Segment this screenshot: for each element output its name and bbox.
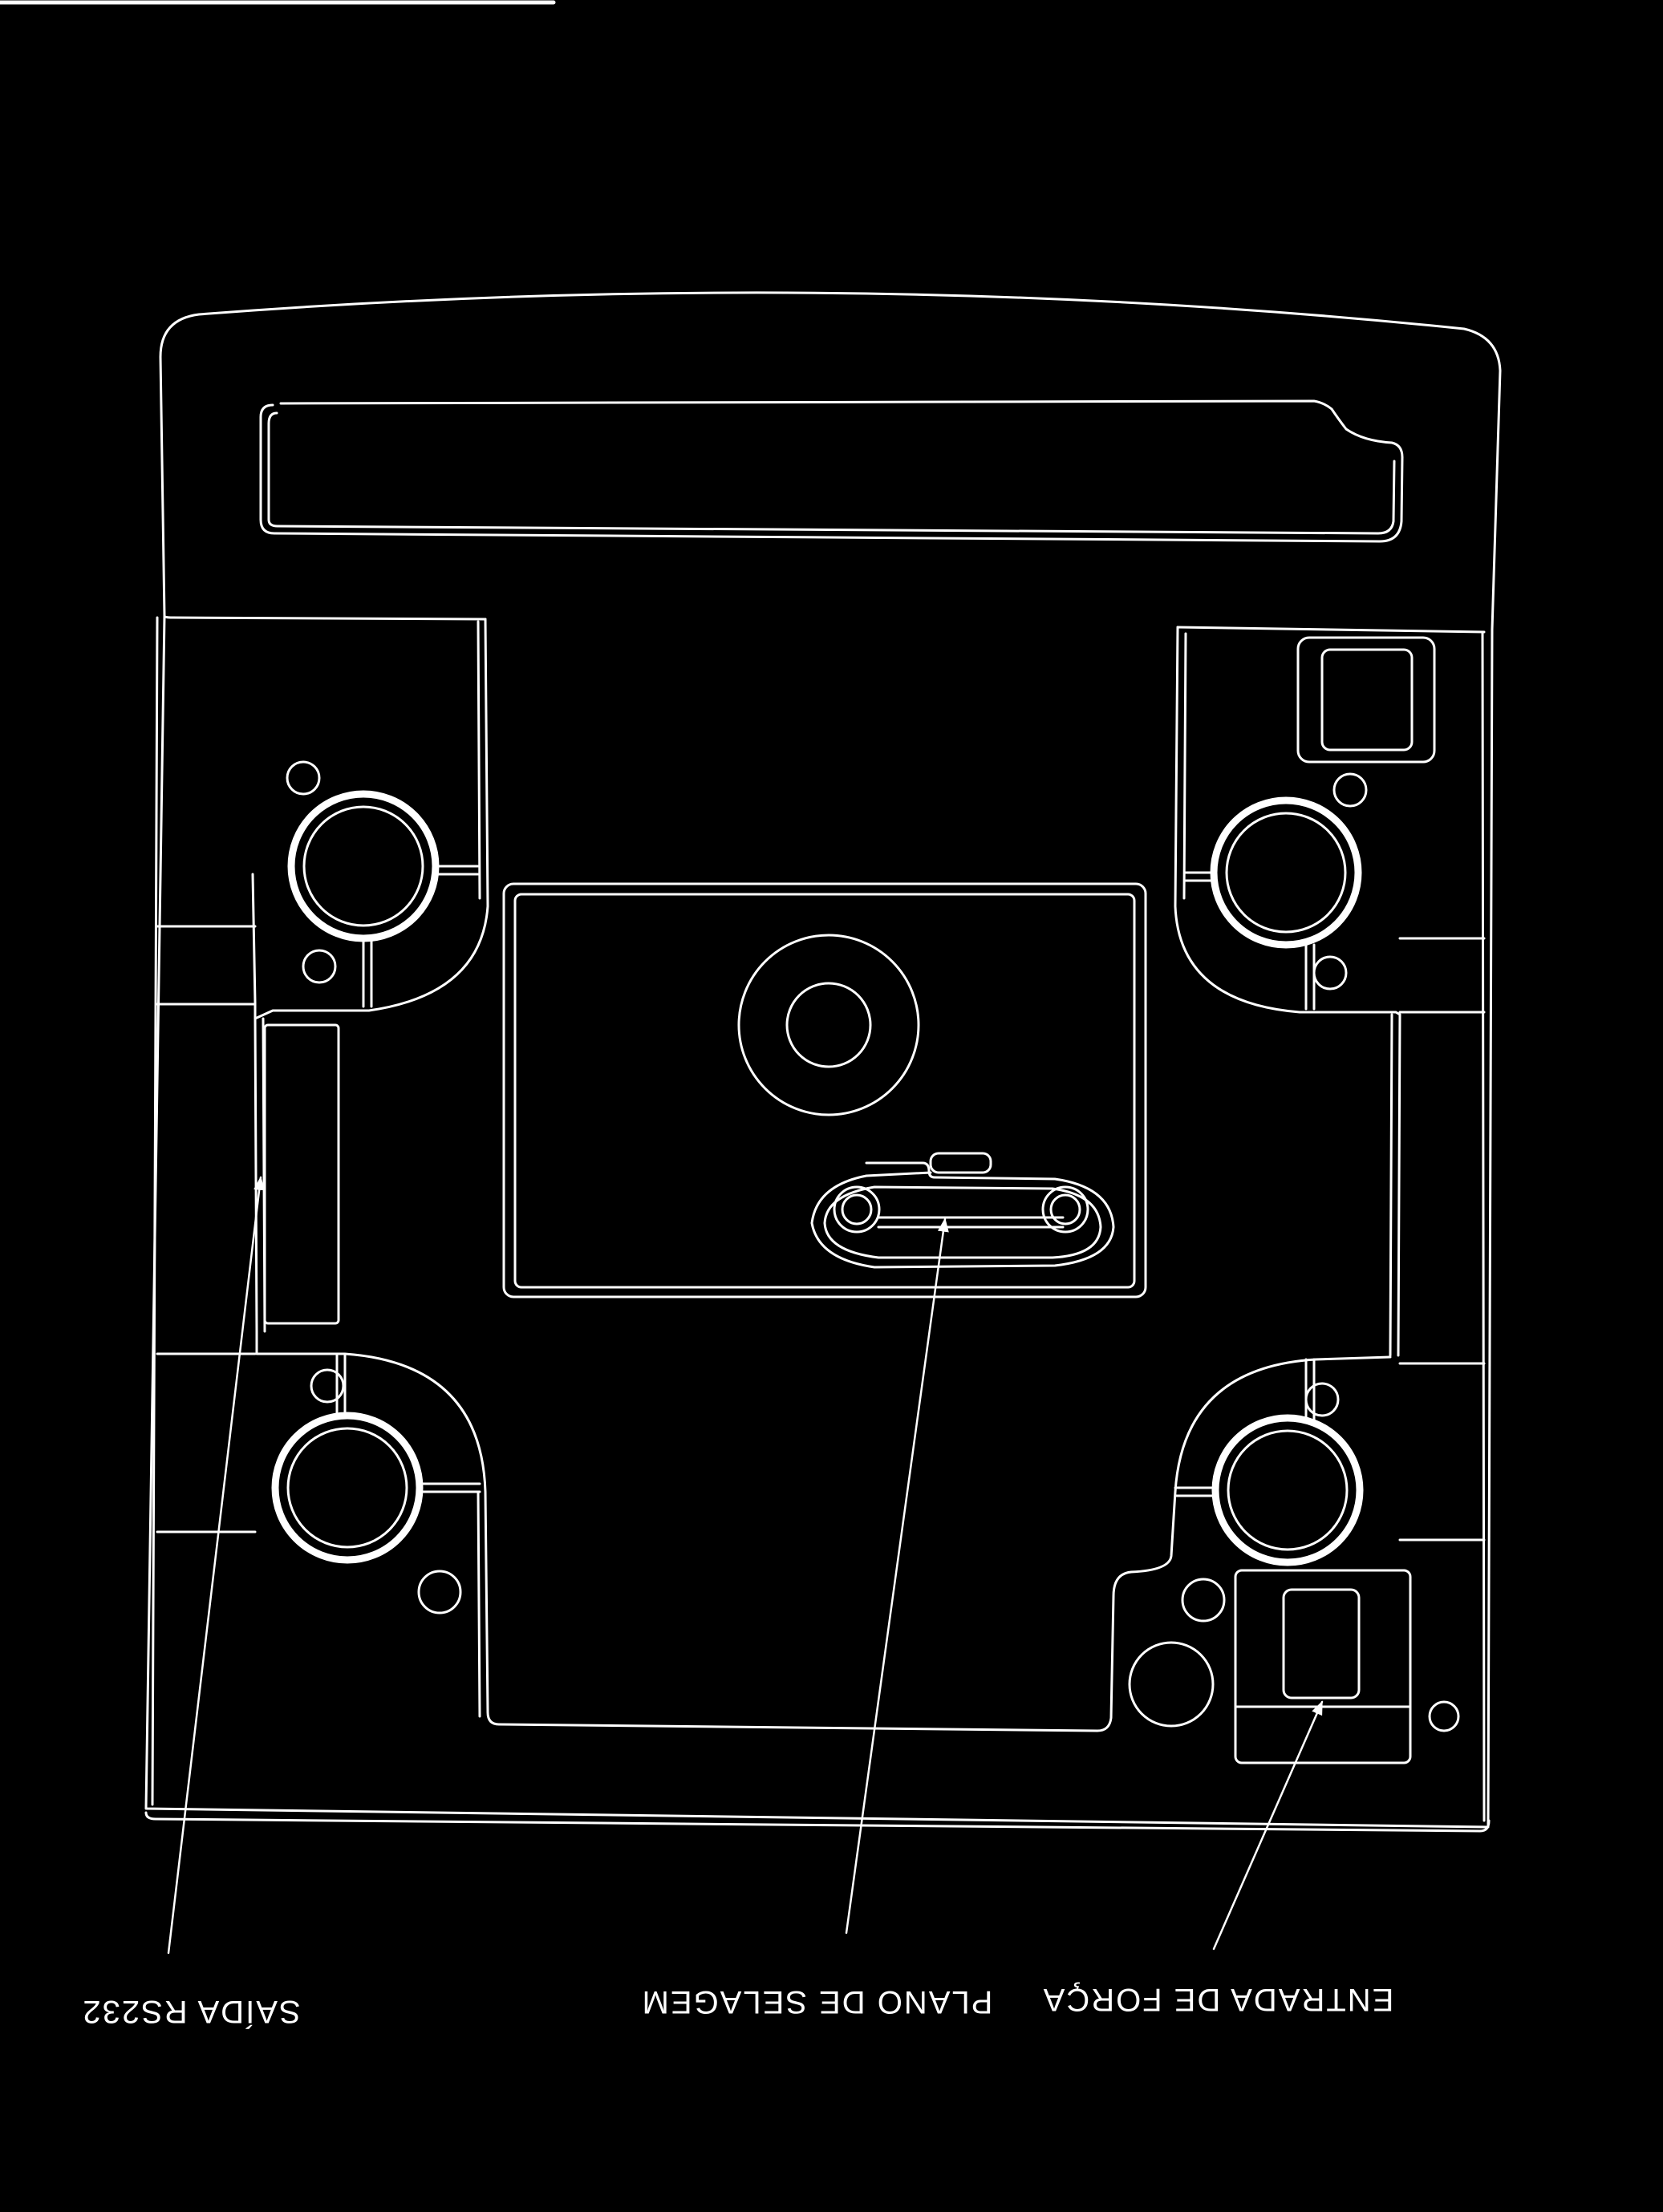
- lower-left-cavity: [255, 1330, 1392, 1732]
- seal-center-hole: [785, 982, 872, 1068]
- housing-outline: [159, 291, 1502, 631]
- housing-inner-right-edge: [1481, 632, 1486, 1822]
- handle-slot: [259, 399, 1404, 543]
- power-inlet-housing: [1234, 1569, 1412, 1764]
- top-right-socket-outer: [1296, 636, 1436, 764]
- power-inlet-label: ENTRADA DE FORÇA: [1042, 1982, 1394, 2017]
- rs232-label: SAÍDA RS232: [81, 1994, 300, 2030]
- right-channel-line: [1389, 1013, 1393, 1357]
- handle-slot-inner: [267, 411, 1396, 535]
- seal-plane-label: PLANO DE SELAGEM: [641, 1984, 993, 2020]
- seal-screw-right-inner: [1049, 1193, 1081, 1226]
- housing-inner-left-edge: [151, 616, 159, 1806]
- foot-bottom-left: [271, 1354, 481, 1614]
- power-inlet-small-hole: [1181, 1578, 1226, 1623]
- foot-bottom-right: [1174, 1358, 1364, 1566]
- left-cavity-inner: [477, 620, 481, 900]
- right-channel-line-2: [1397, 1013, 1401, 1357]
- left-channel-line: [254, 1015, 258, 1333]
- housing-shelf-line-right: [1176, 626, 1486, 634]
- power-leader-arrow: [1212, 1700, 1324, 1951]
- seal-plate-outer: [502, 882, 1147, 1298]
- seal-leader-arrow: [845, 1217, 949, 1934]
- lower-left-cavity-inner: [477, 1490, 481, 1718]
- housing-bottom-edge: [144, 1811, 1491, 1833]
- top-right-socket-inner: [1320, 648, 1414, 752]
- rs232-leader-arrow: [167, 1176, 266, 1955]
- power-inlet-large-hole: [1128, 1641, 1215, 1728]
- seal-tab: [929, 1152, 992, 1174]
- foot-top-right: [1184, 772, 1368, 1011]
- housing-shelf-line: [163, 614, 487, 621]
- right-cavity-inner: [1182, 632, 1187, 900]
- power-inlet-screw-hole: [1428, 1700, 1460, 1732]
- left-cavity: [251, 618, 489, 1020]
- seal-screw-right: [1041, 1185, 1089, 1234]
- seal-plate-inner: [513, 893, 1136, 1289]
- seal-screw-left: [833, 1185, 881, 1234]
- right-cavity: [1174, 626, 1401, 1016]
- seal-screw-left-inner: [841, 1193, 873, 1226]
- seal-center-ring: [737, 934, 920, 1116]
- foot-top-left: [286, 760, 480, 1008]
- power-inlet-socket: [1282, 1588, 1361, 1700]
- rs232-port-outline: [263, 1023, 340, 1325]
- seal-bracket: [810, 1161, 1115, 1269]
- seal-bracket-inner: [823, 1185, 1102, 1259]
